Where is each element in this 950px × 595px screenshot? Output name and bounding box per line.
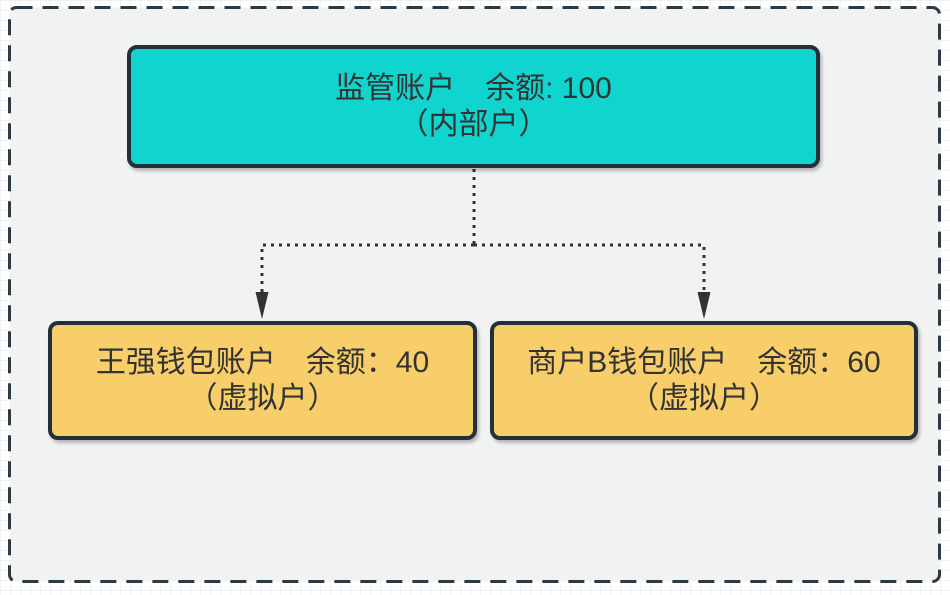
- node-title: 商户B钱包账户 余额：60: [527, 345, 881, 379]
- node-wallet-merchant-b[interactable]: 商户B钱包账户 余额：60 （虚拟户）: [490, 321, 918, 440]
- arrowhead-left-icon: [255, 292, 269, 319]
- node-subtitle: （虚拟户）: [187, 381, 338, 415]
- node-title: 监管账户 余额: 100: [335, 71, 612, 105]
- node-subtitle: （内部户）: [398, 107, 549, 141]
- node-wallet-wang-qiang[interactable]: 王强钱包账户 余额：40 （虚拟户）: [48, 321, 477, 440]
- node-subtitle: （虚拟户）: [629, 381, 779, 415]
- arrowhead-right-icon: [697, 292, 711, 319]
- node-title: 王强钱包账户 余额：40: [95, 345, 430, 379]
- node-supervision-account[interactable]: 监管账户 余额: 100 （内部户）: [127, 45, 820, 168]
